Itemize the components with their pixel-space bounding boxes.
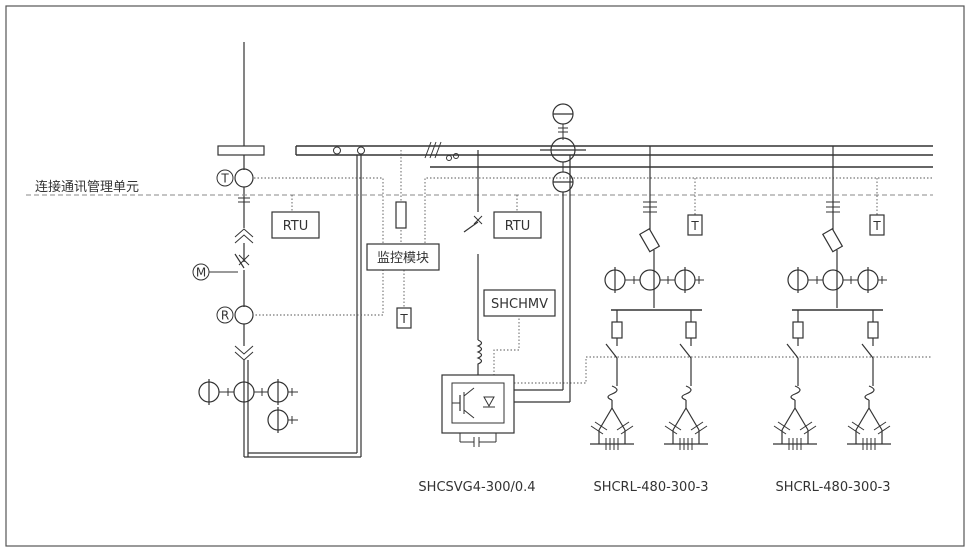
svg-model-label: SHCSVG4-300/0.4 [418, 480, 535, 495]
t-symbol-branch2-label: T [872, 219, 881, 233]
svg-converter [441, 374, 515, 447]
t-symbol-monitor: T [396, 307, 412, 329]
rtu-box-mid: RTU [493, 211, 542, 239]
rtu-left-label: RTU [283, 219, 309, 234]
motor-symbol: M [192, 263, 238, 281]
ct-group-left [198, 379, 298, 433]
svg-branch [463, 150, 483, 376]
t-symbol-main-label: T [220, 172, 229, 186]
diagram-frame [5, 5, 965, 547]
reactor-capacitor-1a [590, 385, 634, 450]
rtu-box-left: RTU [271, 211, 320, 239]
relay-symbol: R [216, 306, 234, 324]
t-symbol-branch1-label: T [690, 219, 699, 233]
monitor-module-label: 监控模块 [377, 251, 429, 266]
branch-1 [604, 146, 704, 386]
shchmv-box: SHCHMV [483, 289, 556, 317]
crl-model-label-2: SHCRL-480-300-3 [775, 480, 890, 495]
relay-symbol-label: R [221, 309, 229, 323]
bus-ct-stack [514, 103, 586, 403]
motor-symbol-label: M [196, 266, 206, 280]
t-symbol-main: T [216, 169, 234, 187]
t-symbol-branch1: T [687, 214, 703, 236]
fuse-monitor [395, 201, 407, 229]
main-busbar [217, 141, 933, 168]
shchmv-label: SHCHMV [491, 297, 548, 312]
t-symbol-monitor-label: T [399, 312, 408, 326]
comm-unit-label: 连接通讯管理单元 [35, 179, 139, 195]
reactor-capacitor-2a [773, 385, 817, 450]
rtu-mid-label: RTU [505, 219, 531, 234]
reactor-capacitor-2b [847, 385, 891, 450]
signal-wires [254, 150, 933, 384]
crl-model-label-1: SHCRL-480-300-3 [593, 480, 708, 495]
incoming-column [234, 42, 362, 458]
monitor-module-box: 监控模块 [366, 243, 440, 271]
reactor-capacitor-1b [664, 385, 708, 450]
t-symbol-branch2: T [869, 214, 885, 236]
branch-2 [786, 146, 887, 386]
